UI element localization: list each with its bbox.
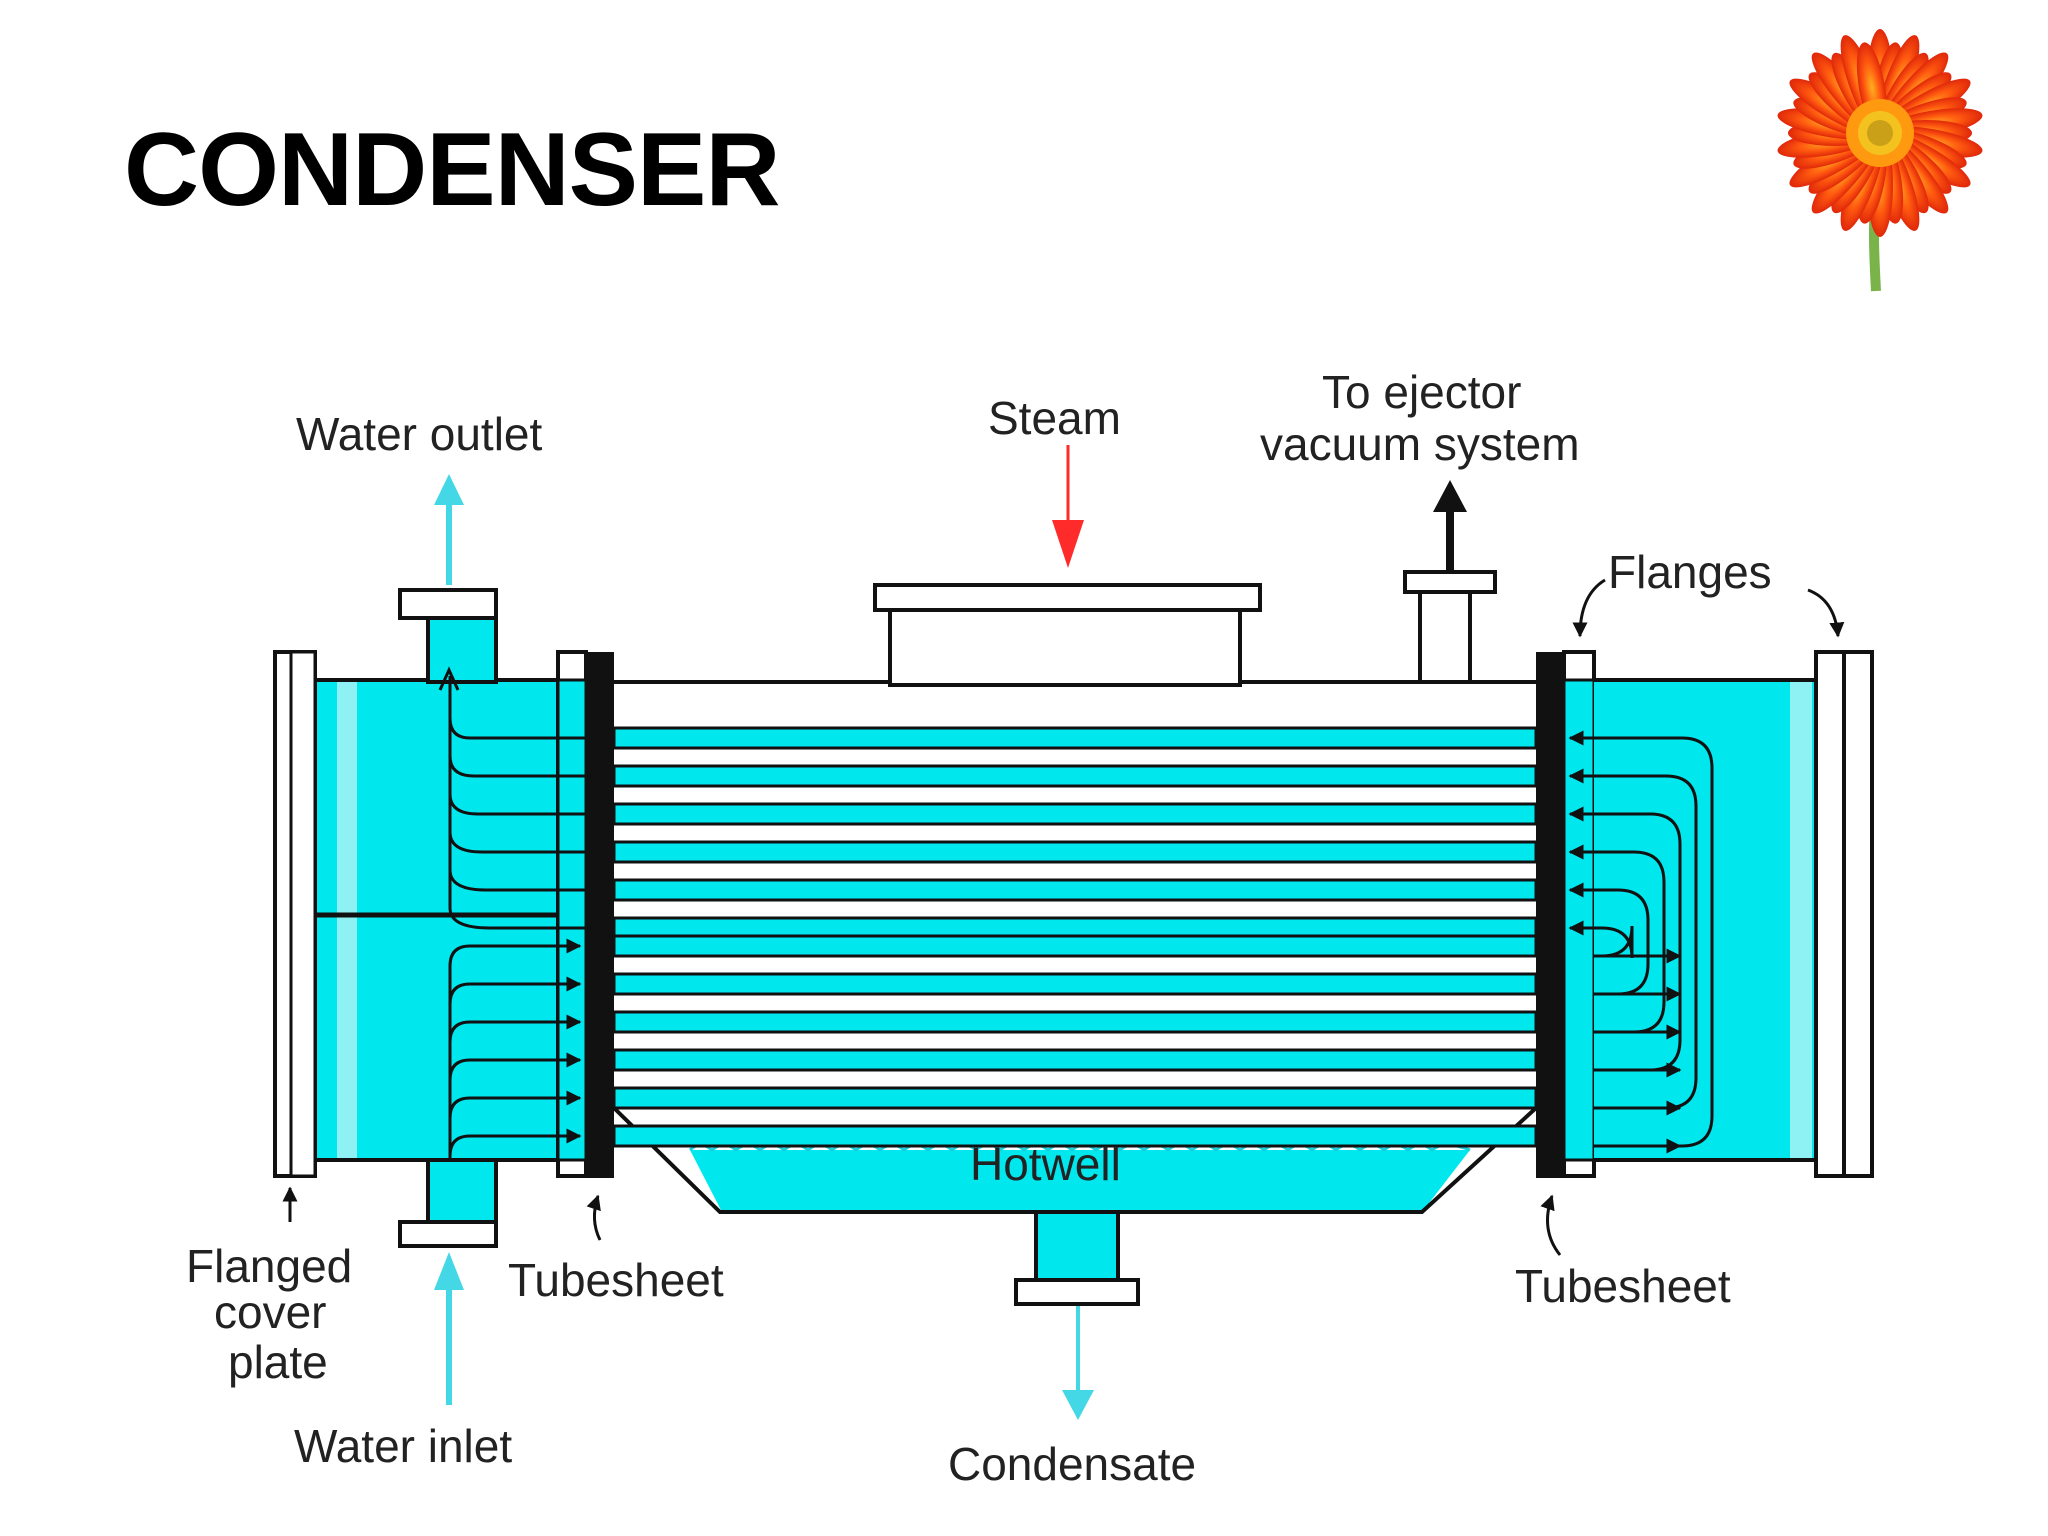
tube xyxy=(612,1086,1538,1110)
ejector-arrow xyxy=(1433,480,1467,570)
flow-line xyxy=(1568,844,1666,1034)
flow-line xyxy=(1568,730,1714,1148)
gerbera-flower-icon xyxy=(1777,29,1983,292)
left-water-box xyxy=(273,588,614,1248)
slide-title: CONDENSER xyxy=(124,112,781,228)
flow-line xyxy=(1568,806,1682,1072)
label-steam: Steam xyxy=(988,392,1121,444)
flow-line xyxy=(448,1128,582,1160)
steam-arrow xyxy=(1052,445,1084,568)
label-flanged-line1: Flanged xyxy=(186,1240,352,1292)
flow-line xyxy=(1568,920,1634,959)
tube xyxy=(612,764,1538,788)
stud xyxy=(588,724,614,752)
label-tubesheet-left: Tubesheet xyxy=(508,1254,724,1306)
label-water-outlet: Water outlet xyxy=(296,408,543,460)
stud xyxy=(588,800,614,828)
label-water-inlet: Water inlet xyxy=(294,1420,512,1472)
stud xyxy=(588,1084,614,1112)
tube xyxy=(612,1010,1538,1034)
flow-line xyxy=(448,1090,582,1160)
stud xyxy=(588,876,614,904)
tube xyxy=(612,972,1538,996)
tube xyxy=(612,802,1538,826)
label-to-ejector-line2: vacuum system xyxy=(1260,418,1580,470)
stud xyxy=(588,762,614,790)
tube-bundle xyxy=(612,726,1538,1148)
flow-line xyxy=(448,938,582,1160)
stud xyxy=(588,1046,614,1074)
label-flanges: Flanges xyxy=(1608,546,1772,598)
tube xyxy=(612,1048,1538,1072)
stud xyxy=(588,970,614,998)
tube xyxy=(612,726,1538,750)
left-flow-arrows xyxy=(438,666,585,1160)
label-tubesheet-right: Tubesheet xyxy=(1515,1260,1731,1312)
flow-line xyxy=(448,676,585,930)
tube xyxy=(612,934,1538,958)
flow-line xyxy=(448,1052,582,1160)
condensate-arrow xyxy=(1062,1306,1094,1420)
label-condensate: Condensate xyxy=(948,1438,1196,1490)
water-outlet-arrow xyxy=(434,474,464,585)
label-hotwell: Hotwell xyxy=(970,1138,1121,1190)
label-flanged-line2: cover xyxy=(214,1286,326,1338)
stud xyxy=(588,932,614,960)
return-flow-arrows xyxy=(1568,730,1714,1154)
tube xyxy=(612,878,1538,902)
water-inlet-arrow xyxy=(434,1252,464,1405)
flow-line xyxy=(1568,882,1650,996)
pointer-arrows xyxy=(282,578,1845,1256)
flow-arrowhead xyxy=(438,666,460,691)
label-to-ejector-line1: To ejector xyxy=(1322,366,1521,418)
flow-line xyxy=(448,1014,582,1160)
stud xyxy=(588,838,614,866)
stud xyxy=(588,1008,614,1036)
stud xyxy=(588,1122,614,1150)
right-water-box xyxy=(1536,650,1874,1178)
flow-line xyxy=(448,976,582,1160)
tube xyxy=(612,840,1538,864)
label-flanged-line3: plate xyxy=(228,1336,328,1388)
condenser-shell xyxy=(588,570,1562,1306)
